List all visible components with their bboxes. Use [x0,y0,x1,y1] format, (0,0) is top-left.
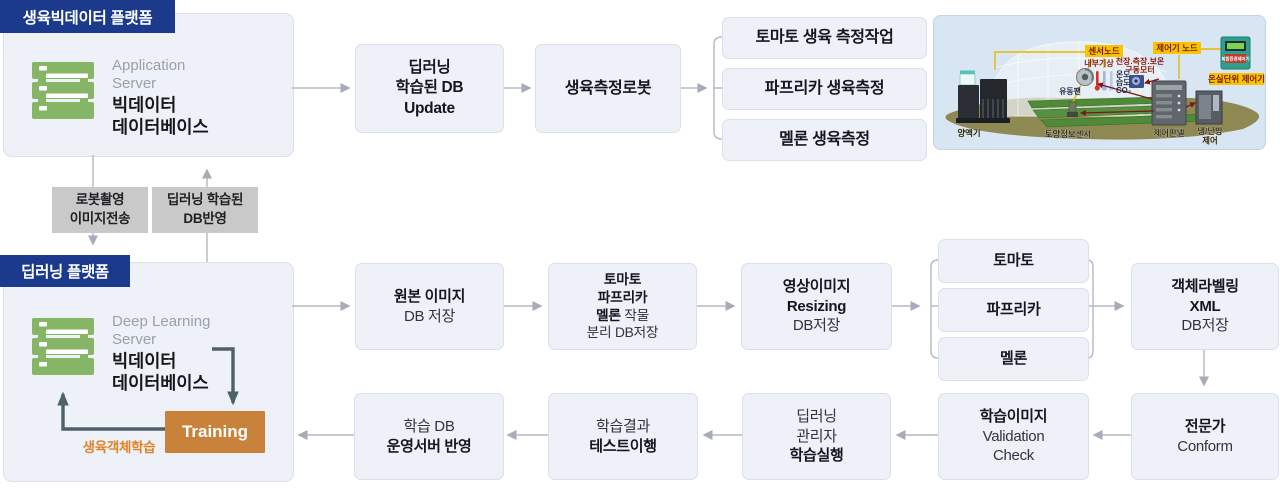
unit-controller-label: 온실단위 제어기 [1208,73,1265,85]
motor-label-line1: 천장.측장.보온 [1116,56,1165,66]
nutrient-machine-icon [956,70,1010,123]
device-tag-label: 복합환경제어기 [1221,55,1249,62]
server-name-label: 빅데이터 데이터베이스 [112,351,209,393]
box-db-update: 딥러닝 학습된 DB Update [355,44,504,133]
controller-node-label: 제어기 노드 [1153,42,1201,54]
box-task-tomato: 토마토 생육 측정작업 [722,17,927,59]
box-validation-check: 학습이미지 Validation Check [938,393,1089,480]
temp-label: 온도 [1116,70,1130,79]
robot-capture-transfer-label: 로봇촬영 이미지전송 [52,187,148,233]
server-icon [32,318,94,381]
humidity-label: 습도 [1116,77,1130,87]
control-arrows [1079,78,1197,116]
control-panel-icon [1151,80,1187,126]
soil-sensor-icon [1067,101,1078,117]
box-task-paprika: 파프리카 생육측정 [722,68,927,110]
svg-text:제어기 노드: 제어기 노드 [1156,43,1198,53]
box-learning-execution: 딥러닝 관리자 학습실행 [742,393,891,480]
box-crop-separation: 토마토 파프리카 멜론 작물 분리 DB저장 [548,263,697,350]
box-object-labeling-xml: 객체라벨링 XML DB저장 [1131,263,1279,350]
server-name-label: 빅데이터 데이터베이스 [112,95,209,137]
hvac-label-line2: 제어 [1202,136,1217,146]
indoor-weather-label: 내부기상 [1084,58,1114,68]
db-reflect-transfer-label: 딥러닝 학습된 DB반영 [152,187,258,233]
box-category-tomato: 토마토 [938,239,1089,283]
server-type-label: Application Server [112,57,186,92]
hvac-label-line1: 냉/난방 [1197,126,1223,136]
box-category-paprika: 파프리카 [938,288,1089,332]
training-box: Training [165,411,265,453]
server-icon [32,62,94,125]
motor-label-line2: 구동모터 [1125,65,1154,75]
hvac-icon [1195,90,1223,125]
bigdata-server-text: Application Server 빅데이터 데이터베이스 [112,57,209,138]
deeplearning-platform-badge: 딥러닝 플랫폼 [0,255,130,287]
soil-sensor-label: 토양정보센서 [1045,129,1091,139]
growth-object-learning-label: 생육객체학습 [82,440,156,455]
box-original-image: 원본 이미지 DB 저장 [355,263,504,350]
svg-text:센서노드: 센서노드 [1088,46,1119,56]
box-category-melon: 멜론 [938,337,1089,381]
drive-motor-icon [1129,75,1144,88]
co2-label: CO₂ [1116,86,1132,95]
box-growth-robot: 생육측정로봇 [535,44,681,133]
box-image-resizing: 영상이미지 Resizing DB저장 [741,263,892,350]
bigdata-platform-badge: 생육빅데이터 플랫폼 [0,0,175,33]
control-panel-label: 제어판넬 [1154,128,1185,138]
greenhouse-illustration: 복합환경제어기 센서노드 제어기 노드 온실단위 제어기 내부기상 천장.측장.… [933,15,1266,155]
unit-controller-icon: 복합환경제어기 [1220,36,1251,70]
box-deploy-db: 학습 DB 운영서버 반영 [354,393,504,480]
box-task-melon: 멜론 생육측정 [722,119,927,161]
deeplearning-server-text: Deep Learning Server 빅데이터 데이터베이스 [112,313,210,394]
box-test-execution: 학습결과 테스트이행 [548,393,698,480]
svg-text:온실단위 제어기: 온실단위 제어기 [1208,74,1265,84]
sensor-node-label: 센서노드 [1085,45,1123,57]
box-expert-conform: 전문가 Conform [1131,393,1279,480]
server-type-label: Deep Learning Server [112,313,211,348]
fan-label: 유동팬 [1059,86,1081,96]
nutrient-label: 양액기 [957,128,980,138]
fan-icon [1076,68,1094,86]
